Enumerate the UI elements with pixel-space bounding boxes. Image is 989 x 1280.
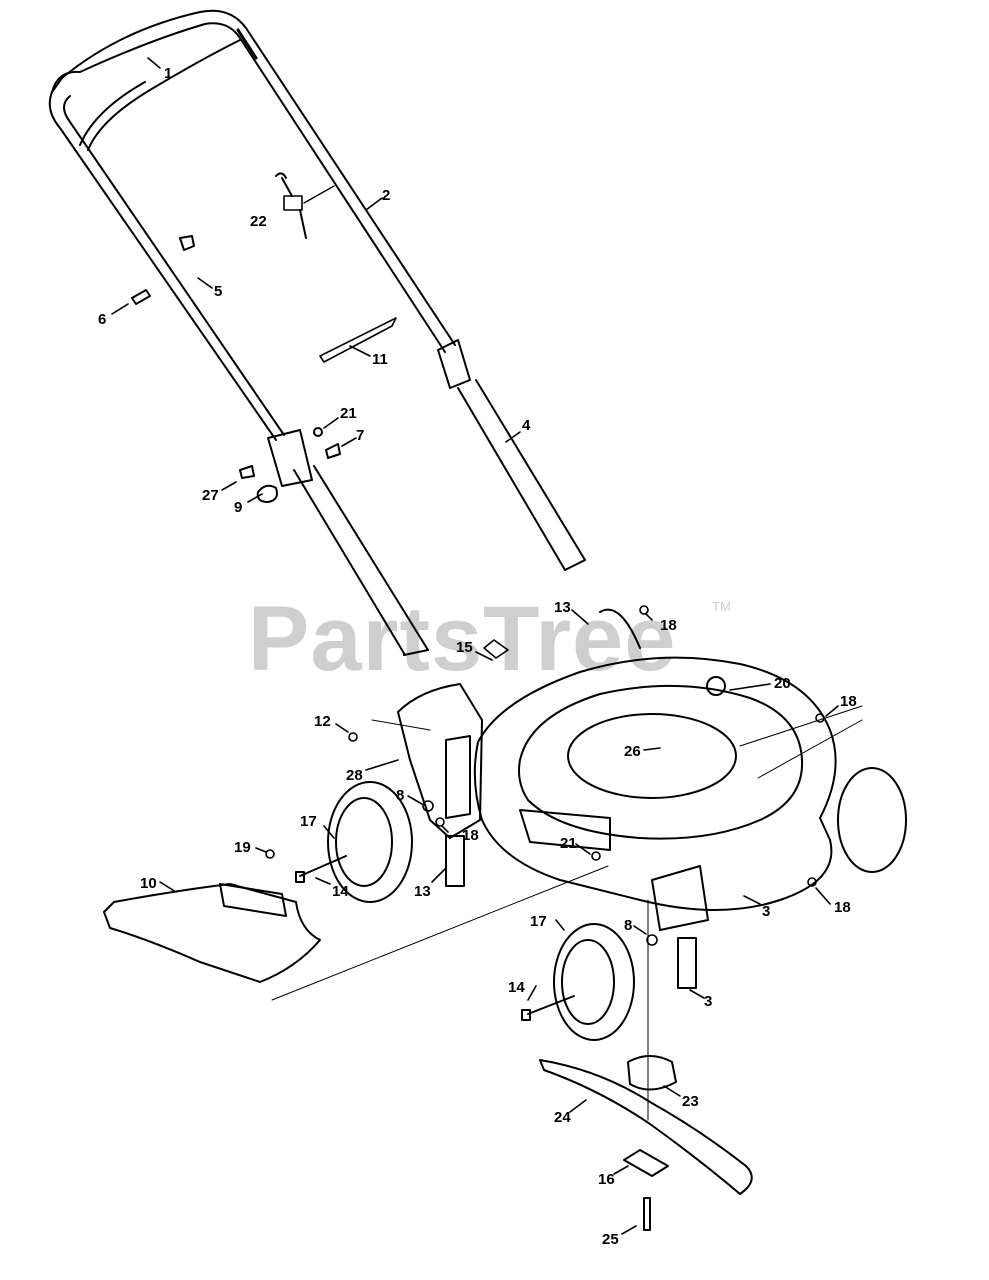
callout-12: 12 [314,713,331,730]
callout-labels: 1 2 22 5 6 11 4 21 7 27 9 13 18 15 20 18… [98,65,857,1248]
callout-8-rear: 8 [396,787,404,804]
callout-11: 11 [372,351,388,368]
front-adjuster [651,865,709,931]
axle-bolt-14-front [521,995,575,1021]
blade-24 [539,1059,753,1195]
callout-27: 27 [202,487,219,504]
callout-17-rear: 17 [300,813,317,830]
front-wheel [553,923,635,1041]
cable-tie-11 [319,317,397,363]
callout-21-deck: 21 [560,835,577,852]
callout-7: 7 [356,427,364,444]
callout-21-upper: 21 [340,405,357,422]
callout-20: 20 [774,675,791,692]
watermark-brand: PartsTree [248,588,676,690]
callout-14-front: 14 [508,979,525,996]
watermark-tm: TM [712,599,731,614]
blade-stiffener-16 [623,1149,669,1177]
upper-handle [48,9,456,441]
callout-26: 26 [624,743,641,760]
lower-handle-right [437,339,586,571]
callout-15: 15 [456,639,473,656]
callout-13-upper: 13 [554,599,571,616]
lower-handle-left [267,429,429,656]
hardware-21-7-27-9 [239,427,341,503]
callout-22: 22 [250,213,267,230]
small-fasteners [265,605,825,946]
callout-2: 2 [382,187,390,204]
callout-13-lower: 13 [414,883,431,900]
callout-4: 4 [522,417,531,434]
callout-23: 23 [682,1093,699,1110]
mower-deck [473,608,837,911]
callout-16: 16 [598,1171,615,1188]
axle-bolt-14-rear [295,855,347,883]
right-rear-wheel [837,767,907,873]
callout-3-upper: 3 [762,903,770,920]
callout-10: 10 [140,875,157,892]
callout-8-front: 8 [624,917,632,934]
callout-18-mid: 18 [462,827,479,844]
height-adjuster-28 [397,683,483,839]
rear-wheel [327,781,413,903]
handle-bracket-22 [275,172,335,239]
callout-5: 5 [214,283,222,300]
blade-bolt-25 [643,1197,651,1231]
callout-19: 19 [234,839,251,856]
callout-14-rear: 14 [332,883,349,900]
height-plate-3 [677,937,697,989]
callout-18-bottom: 18 [834,899,851,916]
callout-18-top: 18 [660,617,677,634]
callout-1: 1 [164,65,172,82]
callout-28: 28 [346,767,363,784]
callout-3-lower: 3 [704,993,712,1010]
callout-24: 24 [554,1109,571,1126]
callout-6: 6 [98,311,106,328]
height-plate-13 [445,835,465,887]
callout-17-front: 17 [530,913,547,930]
discharge-deflector-10 [103,883,321,983]
callout-9: 9 [234,499,242,516]
callout-18-right: 18 [840,693,857,710]
callout-25: 25 [602,1231,619,1248]
watermark: PartsTree TM [248,588,731,690]
hardware-5-6 [131,235,195,305]
leader-lines [111,57,839,1235]
blade-adapter-23 [627,1055,677,1091]
